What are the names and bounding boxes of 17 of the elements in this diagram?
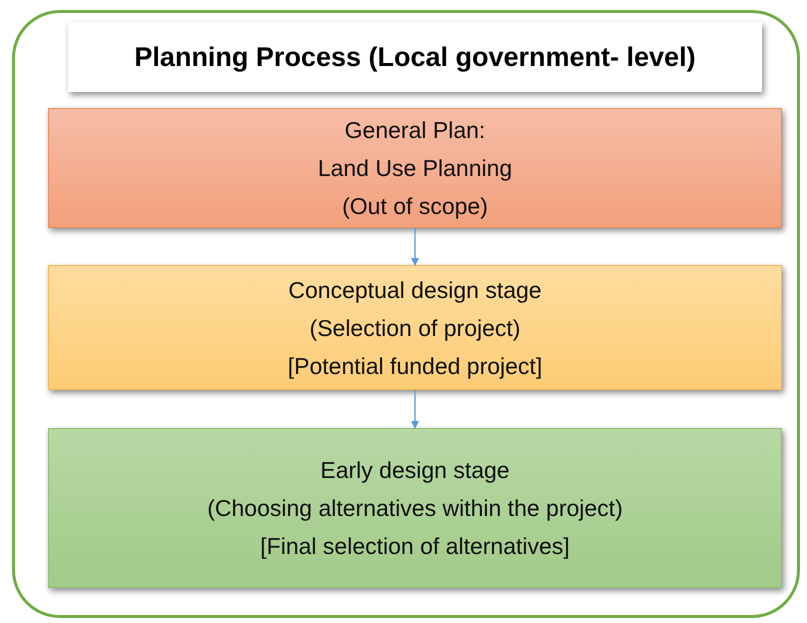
box-text: Planning Process (Local government- level): [134, 40, 696, 74]
process-box: [48, 265, 782, 390]
box-text: (Choosing alternatives within the project): [207, 494, 623, 523]
box-text: (Out of scope): [342, 192, 488, 221]
process-box: [48, 108, 782, 228]
box-text: Land Use Planning: [318, 154, 512, 183]
frame-background: [12, 10, 800, 618]
box-text: [Potential funded project]: [288, 352, 542, 381]
box-text: Conceptual design stage: [288, 276, 542, 305]
box-text: Early design stage: [320, 456, 510, 485]
title-box: [68, 22, 762, 92]
box-text: (Selection of project): [310, 314, 520, 343]
arrow: [411, 390, 419, 429]
process-box: [48, 428, 782, 588]
box-text: [Final selection of alternatives]: [260, 532, 570, 561]
arrow: [411, 228, 419, 266]
box-text: General Plan:: [344, 116, 486, 145]
